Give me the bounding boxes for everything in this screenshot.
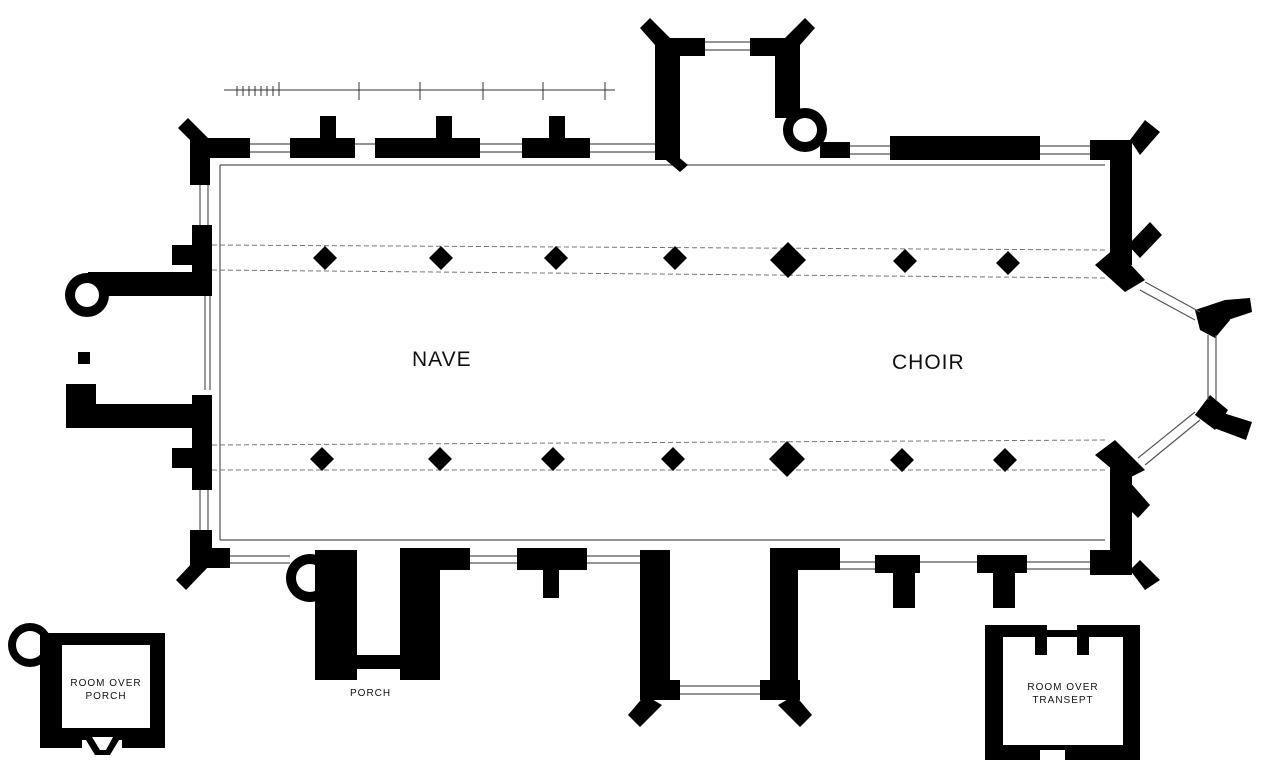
room-over-transept-plan [985, 622, 1140, 762]
room-over-porch-line2: PORCH [85, 690, 127, 702]
porch [286, 550, 440, 680]
choir-label: CHOIR [892, 351, 965, 374]
west-annex [65, 272, 212, 428]
room-over-porch-line1: ROOM OVER [70, 678, 142, 689]
room-over-transept-line1: ROOM OVER [1027, 682, 1099, 693]
porch-label: PORCH [350, 688, 392, 699]
room-over-transept-label: ROOM OVER TRANSEPT [1005, 682, 1121, 707]
apse [1095, 120, 1252, 590]
north-transept [640, 18, 827, 172]
room-over-porch-label: ROOM OVER PORCH [60, 678, 152, 703]
nave-label: NAVE [412, 348, 472, 371]
north-arcade-piers [313, 242, 1020, 278]
room-over-transept-line2: TRANSEPT [1032, 694, 1094, 706]
room-over-porch-plan [8, 623, 165, 758]
south-transept [628, 550, 812, 727]
south-arcade-piers [310, 441, 1017, 477]
scale-bar [224, 82, 615, 100]
